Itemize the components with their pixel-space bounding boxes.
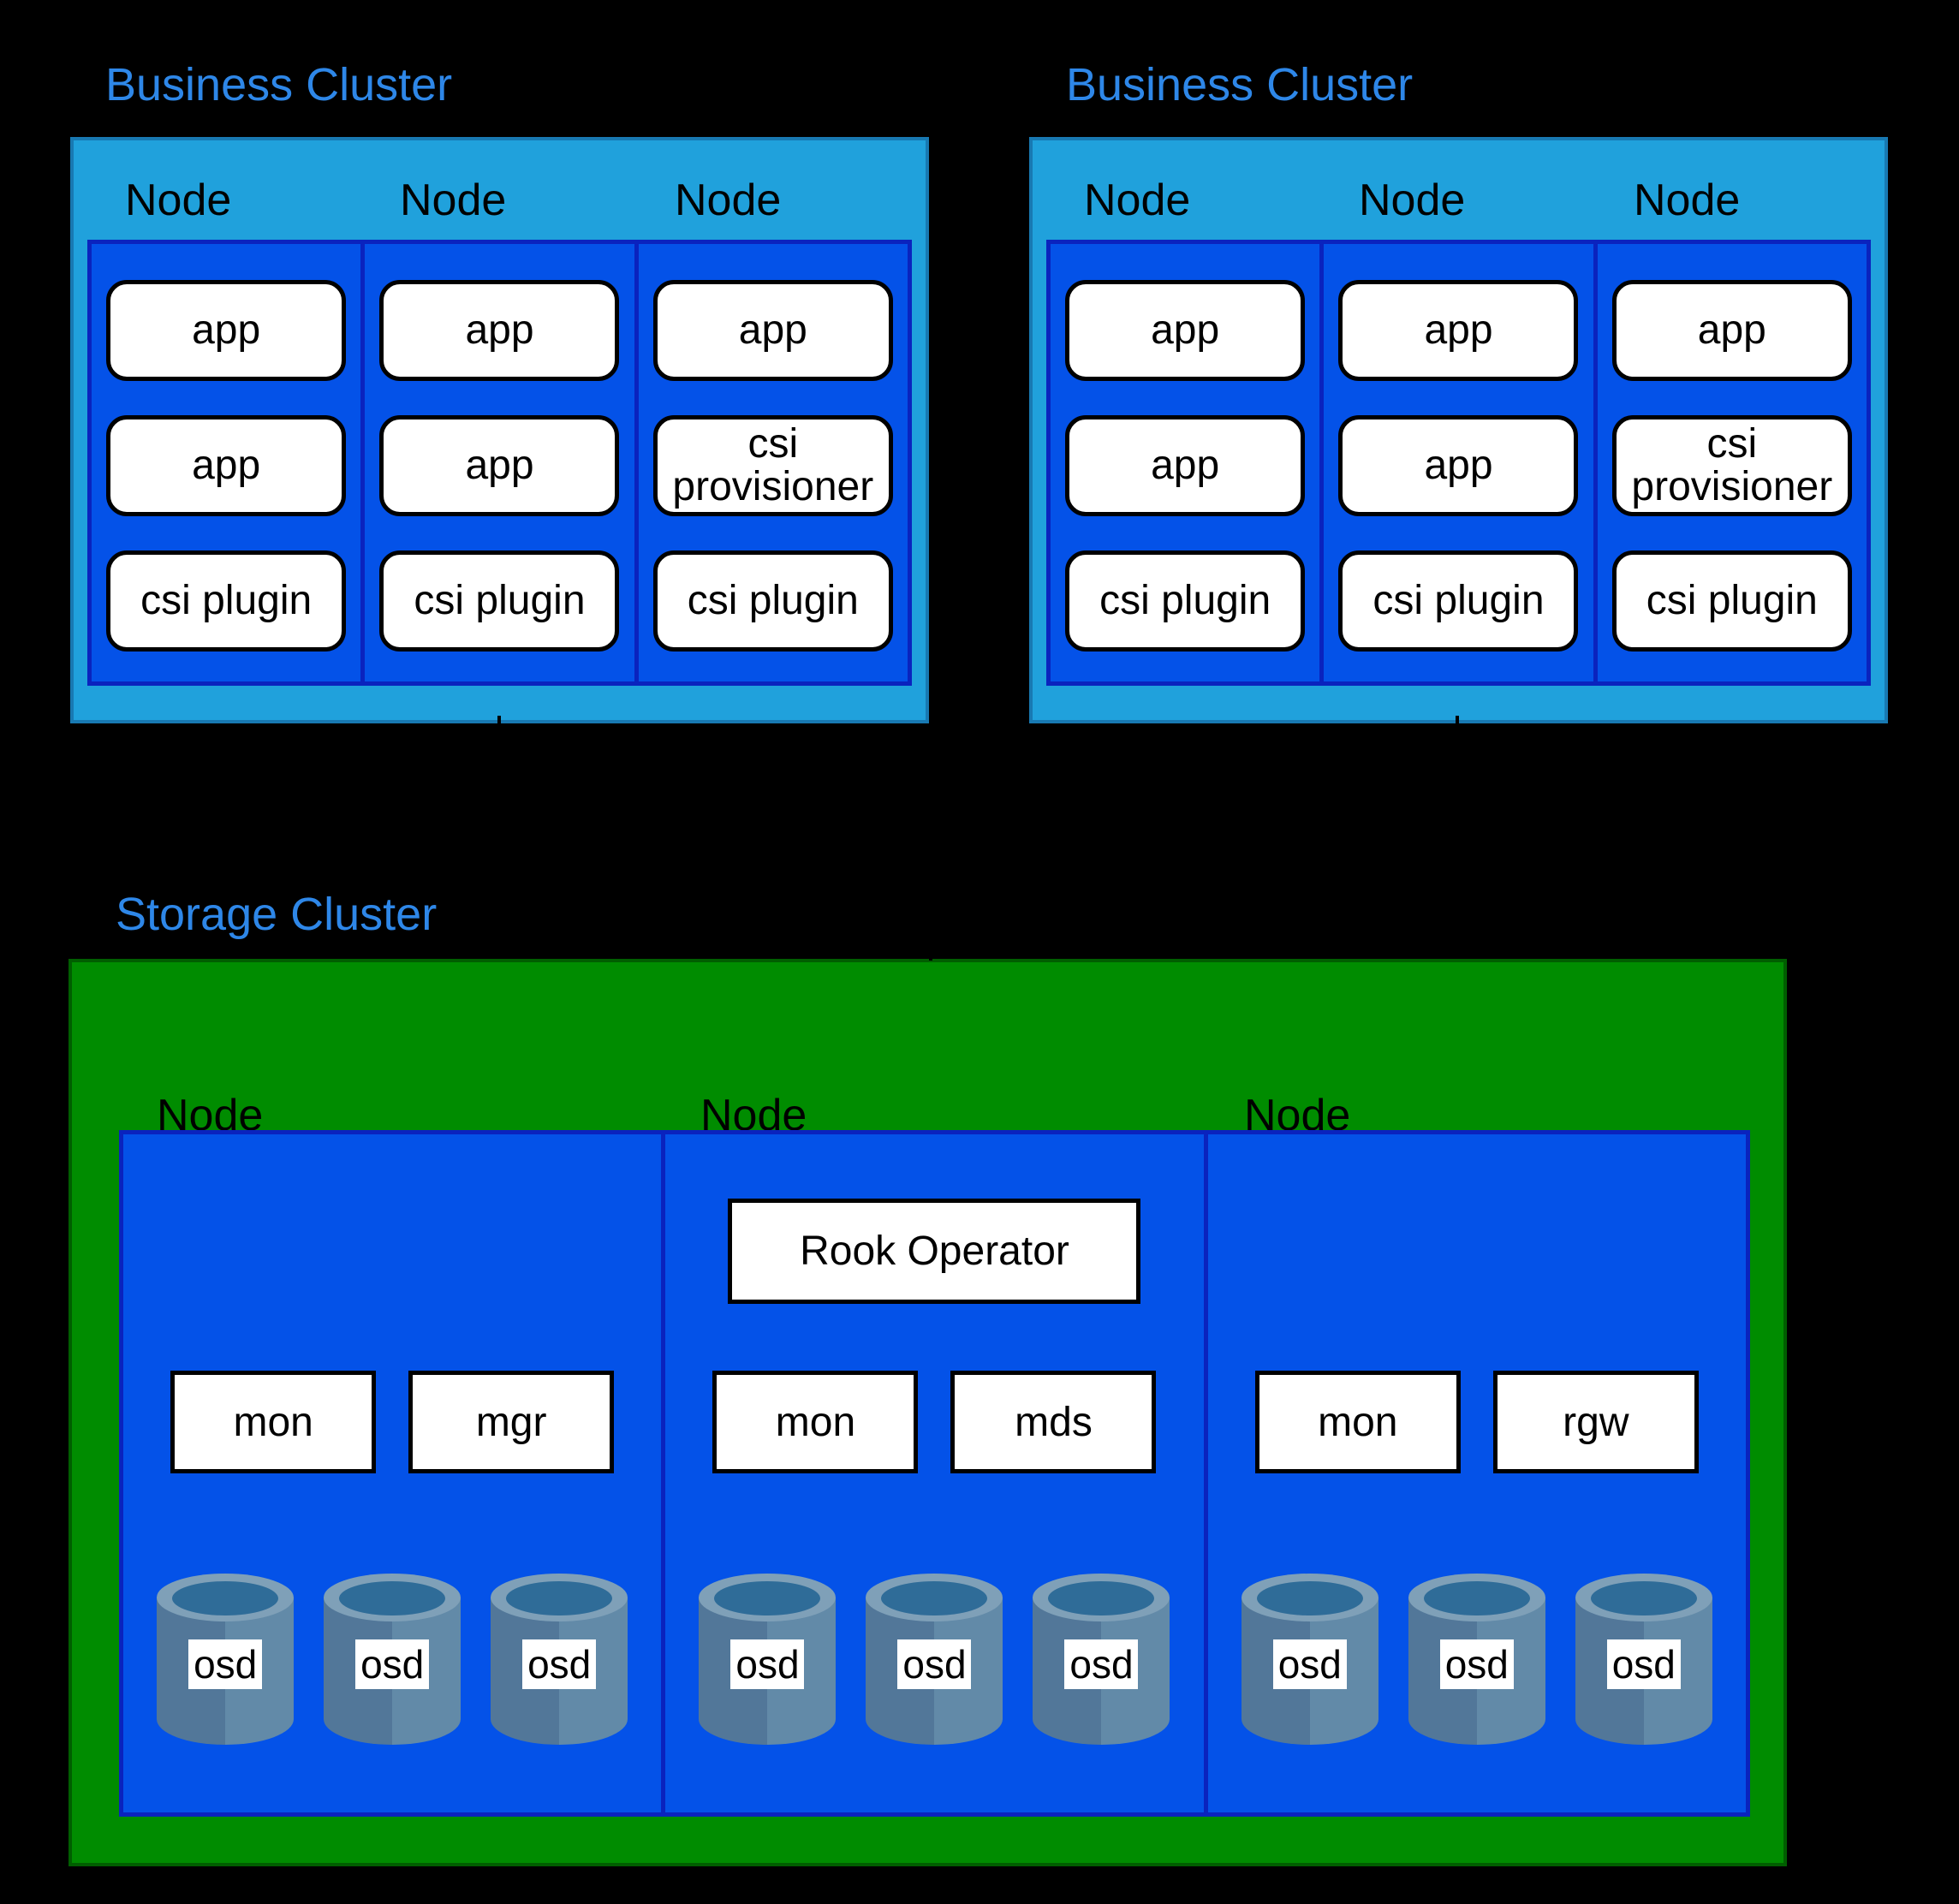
node-label: Node [1634,176,1741,225]
storage-cluster-node-headers: Node Node Node [119,1056,1750,1141]
business-cluster-1-nodes: app app csi plugin app app csi plugin ap… [87,240,912,686]
csi-provisioner-pod: csi provisioner [652,415,893,516]
node-label: Node [675,176,782,225]
app-pod: app [106,415,347,516]
osd-label: osd [1439,1639,1514,1689]
osd-label: osd [355,1639,430,1689]
osd-cylinder: osd [1033,1574,1170,1745]
cylinder-hole [1590,1581,1697,1615]
storage-cluster-nodes: mon mgr osd osd [119,1130,1750,1817]
node-column: app csi provisioner csi plugin [1593,244,1867,681]
daemon-row: mon mgr [123,1371,661,1473]
osd-cylinder: osd [324,1574,461,1745]
cylinder-hole [1048,1581,1155,1615]
osd-label: osd [522,1639,597,1689]
daemon-row: mon mds [665,1371,1203,1473]
osd-row: osd osd osd [123,1574,661,1745]
app-pod: app [1065,415,1306,516]
node-label: Node [700,1091,807,1140]
app-pod: app [379,280,620,381]
node-column: app app csi plugin [1319,244,1593,681]
business-cluster-2-node-headers: Node Node Node [1046,140,1871,240]
mds-daemon: mds [950,1371,1157,1473]
storage-cluster-title: Storage Cluster [116,889,438,940]
csi-plugin-pod: csi plugin [1611,550,1852,652]
csi-plugin-pod: csi plugin [1065,550,1306,652]
cylinder-hole [881,1581,988,1615]
osd-row: osd osd osd [1208,1574,1746,1745]
osd-label: osd [1606,1639,1681,1689]
osd-label: osd [730,1639,805,1689]
storage-node-column: mon rgw osd osd [1203,1134,1746,1812]
osd-row: osd osd osd [665,1574,1203,1745]
storage-node-column: mon mgr osd osd [123,1134,661,1812]
connector-stub [497,716,501,726]
node-label: Node [1244,1091,1351,1140]
app-pod: app [1338,415,1579,516]
cylinder-hole [172,1581,279,1615]
business-cluster-1: Node Node Node app app csi plugin app ap… [70,137,929,723]
node-label: Node [1084,176,1191,225]
connector-stub [1456,716,1459,726]
csi-provisioner-pod: csi provisioner [1611,415,1852,516]
csi-plugin-pod: csi plugin [1338,550,1579,652]
node-column: app app csi plugin [360,244,634,681]
osd-cylinder: osd [1575,1574,1712,1745]
app-pod: app [652,280,893,381]
app-pod: app [379,415,620,516]
cylinder-hole [714,1581,821,1615]
node-label: Node [157,1091,264,1140]
osd-label: osd [897,1639,972,1689]
node-label: Node [125,176,232,225]
operator-row: Rook Operator [665,1199,1203,1304]
cylinder-hole [339,1581,446,1615]
business-cluster-1-title: Business Cluster [105,59,453,110]
rgw-daemon: rgw [1492,1371,1699,1473]
osd-cylinder: osd [1408,1574,1545,1745]
node-column: app app csi plugin [1051,244,1319,681]
app-pod: app [1065,280,1306,381]
csi-plugin-pod: csi plugin [379,550,620,652]
business-cluster-2: Node Node Node app app csi plugin app ap… [1029,137,1888,723]
node-column: app app csi plugin [92,244,360,681]
osd-cylinder: osd [491,1574,628,1745]
node-label: Node [400,176,507,225]
storage-cluster: Node Node Node mon mgr osd [68,959,1787,1866]
osd-label: osd [188,1639,263,1689]
osd-cylinder: osd [699,1574,837,1745]
cylinder-hole [1256,1581,1363,1615]
cylinder-hole [1423,1581,1530,1615]
csi-plugin-pod: csi plugin [106,550,347,652]
connector-stub [929,950,932,961]
app-pod: app [1338,280,1579,381]
cylinder-hole [506,1581,613,1615]
mon-daemon: mon [170,1371,377,1473]
osd-cylinder: osd [866,1574,1003,1745]
rook-operator-box: Rook Operator [728,1199,1141,1304]
osd-label: osd [1272,1639,1347,1689]
mon-daemon: mon [712,1371,919,1473]
osd-cylinder: osd [1241,1574,1378,1745]
business-cluster-1-node-headers: Node Node Node [87,140,912,240]
business-cluster-2-nodes: app app csi plugin app app csi plugin ap… [1046,240,1871,686]
osd-cylinder: osd [157,1574,295,1745]
mon-daemon: mon [1254,1371,1461,1473]
node-column: app csi provisioner csi plugin [634,244,908,681]
mgr-daemon: mgr [408,1371,615,1473]
csi-plugin-pod: csi plugin [652,550,893,652]
daemon-row: mon rgw [1208,1371,1746,1473]
app-pod: app [1611,280,1852,381]
storage-node-column: Rook Operator mon mds osd [661,1134,1203,1812]
app-pod: app [106,280,347,381]
osd-label: osd [1064,1639,1139,1689]
node-label: Node [1359,176,1466,225]
business-cluster-2-title: Business Cluster [1066,59,1414,110]
